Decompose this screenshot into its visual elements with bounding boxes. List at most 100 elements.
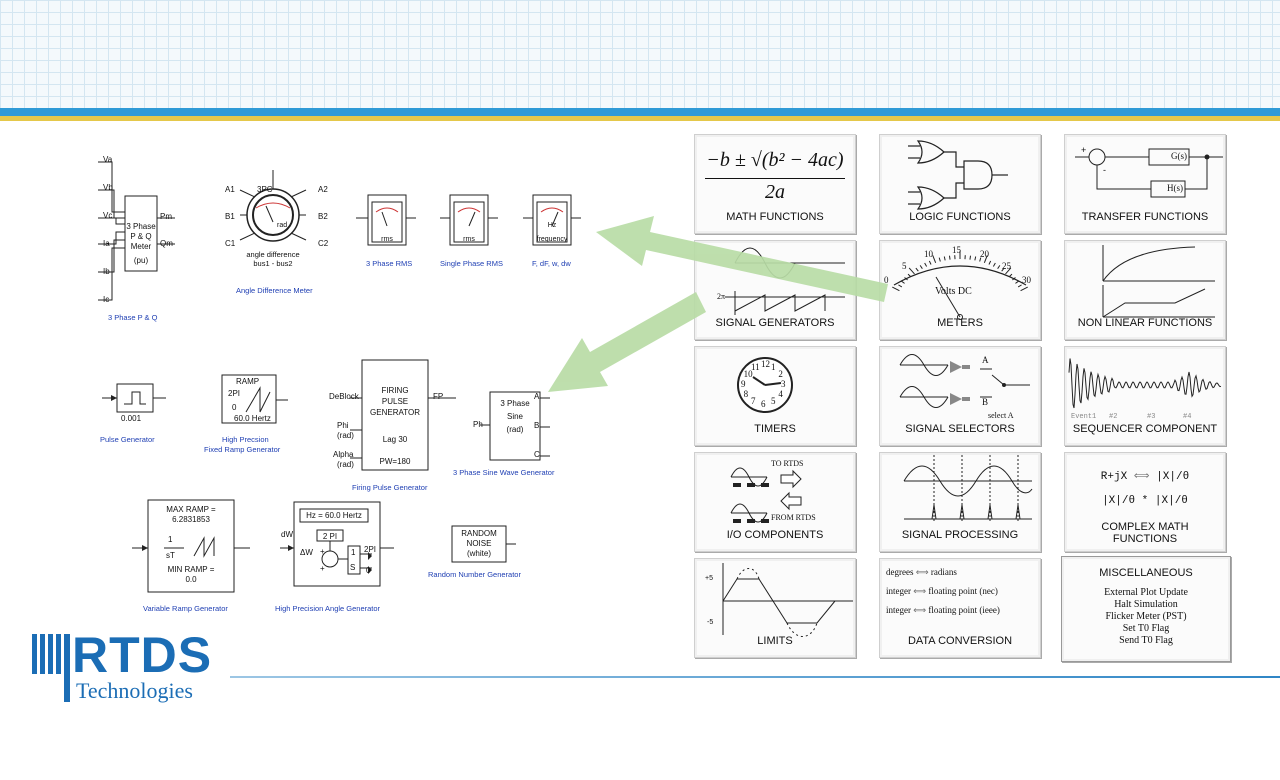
pq-output-qm: Qm [160,239,173,248]
angle-desc: angle difference bus1 - bus2 [240,250,306,268]
data-conversion-row: integer ⟺ floating point (nec) [886,586,998,597]
clock-number-2: 2 [778,369,783,379]
meter-tick-mark [898,285,901,287]
ramp-hz: 60.0 Hertz [234,414,271,423]
clock-number-5: 5 [771,396,776,406]
cm-rjx: R+jX [1101,471,1127,483]
tile-math-formula-den: 2a [695,181,855,204]
tile-transfer-functions[interactable]: G(s) H(s) + - TRANSFER FUNCTIONS [1064,134,1226,234]
angle-desc-line1: angle difference [240,250,306,259]
clock-number-3: 3 [781,379,786,389]
tile-signal-processing[interactable]: SIGNAL PROCESSING [879,452,1041,552]
double-arrow-icon: ⟺ [911,605,928,615]
tile-limits[interactable]: +5 -5 LIMITS [694,558,856,658]
complex-math-row2: |X|/θ * |X|/θ [1065,495,1225,507]
sequencer-event-3: #4 [1183,413,1191,421]
angle-in-b2: B2 [318,212,328,221]
firing-box-line3: GENERATOR [362,407,428,418]
tile-timers-caption: TIMERS [695,423,855,435]
pulse-value: 0.001 [121,414,141,423]
dc-from: degrees [886,567,913,577]
meter-unit: Volts DC [935,286,972,297]
agen-2pi: 2 PI [317,532,343,541]
meter-tick-mark [939,258,940,262]
tile-math-formula-num: −b ± √(b² − 4ac) [695,149,855,172]
meter-tick-mark [933,255,936,262]
firing-box-line2: PULSE [362,396,428,407]
vramp-max: MAX RAMP = 6.2831853 [148,505,234,525]
rms1-label: Single Phase RMS [440,259,503,268]
clock-number-8: 8 [744,389,749,399]
misc-item-set-t0: Set T0 Flag [1062,623,1230,635]
vramp-num: 1 [168,535,172,544]
tile-math-fraction-bar [705,178,845,179]
angle-meter-label: Angle Difference Meter [236,286,313,295]
agen-out-0: 0 [366,566,370,575]
tf-hs-label: H(s) [1155,183,1195,193]
tile-io-components[interactable]: TO RTDS FROM RTDS I/O COMPONENTS [694,452,856,552]
dc-to: floating point (ieee) [928,605,999,615]
freq-unit-top: Hz [537,222,567,229]
sine-box-line3: (rad) [490,423,540,436]
sine-box-line2: Sine [490,410,540,423]
tile-signal-selectors[interactable]: A B select A SIGNAL SELECTORS [879,346,1041,446]
meter-tick-mark [1009,274,1012,277]
tile-math-functions[interactable]: −b ± √(b² − 4ac) 2a MATH FUNCTIONS [694,134,856,234]
pq-input-ia: Ia [103,239,110,248]
noise-line1: RANDOM [452,529,506,539]
meter-tick-mark [929,261,931,265]
double-arrow-icon: ⟺ [913,567,930,577]
firing-in-alpha: Alpha [333,450,353,459]
ramp-label-2: Fixed Ramp Generator [204,445,280,454]
tile-logic-functions[interactable]: LOGIC FUNCTIONS [879,134,1041,234]
dc-to: radians [931,567,957,577]
tile-miscellaneous[interactable]: MISCELLANEOUS External Plot Update Halt … [1061,556,1231,662]
limits-bottom: -5 [707,619,713,626]
meter-tick-mark [909,268,914,274]
meter-tick-mark [1018,285,1021,287]
angle-in-c1: C1 [225,239,235,248]
tile-sequencer-caption: SEQUENCER COMPONENT [1065,423,1225,435]
meter-tick-mark [1021,287,1028,291]
pq-box-line2: P & Q [126,232,156,242]
pq-input-ib: Ib [103,267,110,276]
tile-signal-generators[interactable]: 2π SIGNAL GENERATORS [694,240,856,340]
dc-from: integer [886,605,911,615]
angle-desc-line2: bus1 - bus2 [240,259,306,268]
pq-input-ic: Ic [103,295,109,304]
noise-label: Random Number Generator [428,570,521,579]
pq-box-line1: 3 Phase [126,222,156,232]
firing-in-phi: Phi [337,421,349,430]
vramp-min-value: 0.0 [148,575,234,585]
tile-data-conversion[interactable]: degrees ⟺ radians integer ⟺ floating poin… [879,558,1041,658]
meter-tick-mark [925,263,927,266]
meter-tick-mark [944,256,945,260]
header-grid-band [0,0,1280,108]
vramp-min: MIN RAMP = 0.0 [148,565,234,585]
ramp-label-1: High Precsion [222,435,269,444]
noise-box-text: RANDOM NOISE (white) [452,529,506,559]
clock-number-4: 4 [778,389,783,399]
tile-nonlinear-functions[interactable]: NON LINEAR FUNCTIONS [1064,240,1226,340]
tile-complex-math[interactable]: R+jX ⟺ |X|/θ |X|/θ * |X|/θ COMPLEX MATH … [1064,452,1226,552]
vramp-min-label: MIN RAMP = [148,565,234,575]
noise-line2: NOISE [452,539,506,549]
firing-lag: Lag 30 [362,435,428,444]
pulse-label: Pulse Generator [100,435,155,444]
tile-nonlinear-caption: NON LINEAR FUNCTIONS [1065,317,1225,329]
agen-delta-w: ΔW [300,548,313,557]
tf-gs-label: G(s) [1159,151,1199,161]
tile-io-caption: I/O COMPONENTS [695,529,855,541]
pq-box-line3: Meter [126,242,156,252]
tile-sequencer[interactable]: Event1#2#3#4 SEQUENCER COMPONENT [1064,346,1226,446]
misc-list: External Plot Update Halt Simulation Fli… [1062,587,1230,647]
dc-from: integer [886,586,911,596]
header-blue-stripe [0,108,1280,116]
firing-in-deblock: DeBlock [329,392,359,401]
clock-number-6: 6 [761,399,766,409]
vramp-max-value: 6.2831853 [148,515,234,525]
agen-out-2pi: 2PI [364,545,376,554]
tile-signal-processing-caption: SIGNAL PROCESSING [880,529,1040,541]
